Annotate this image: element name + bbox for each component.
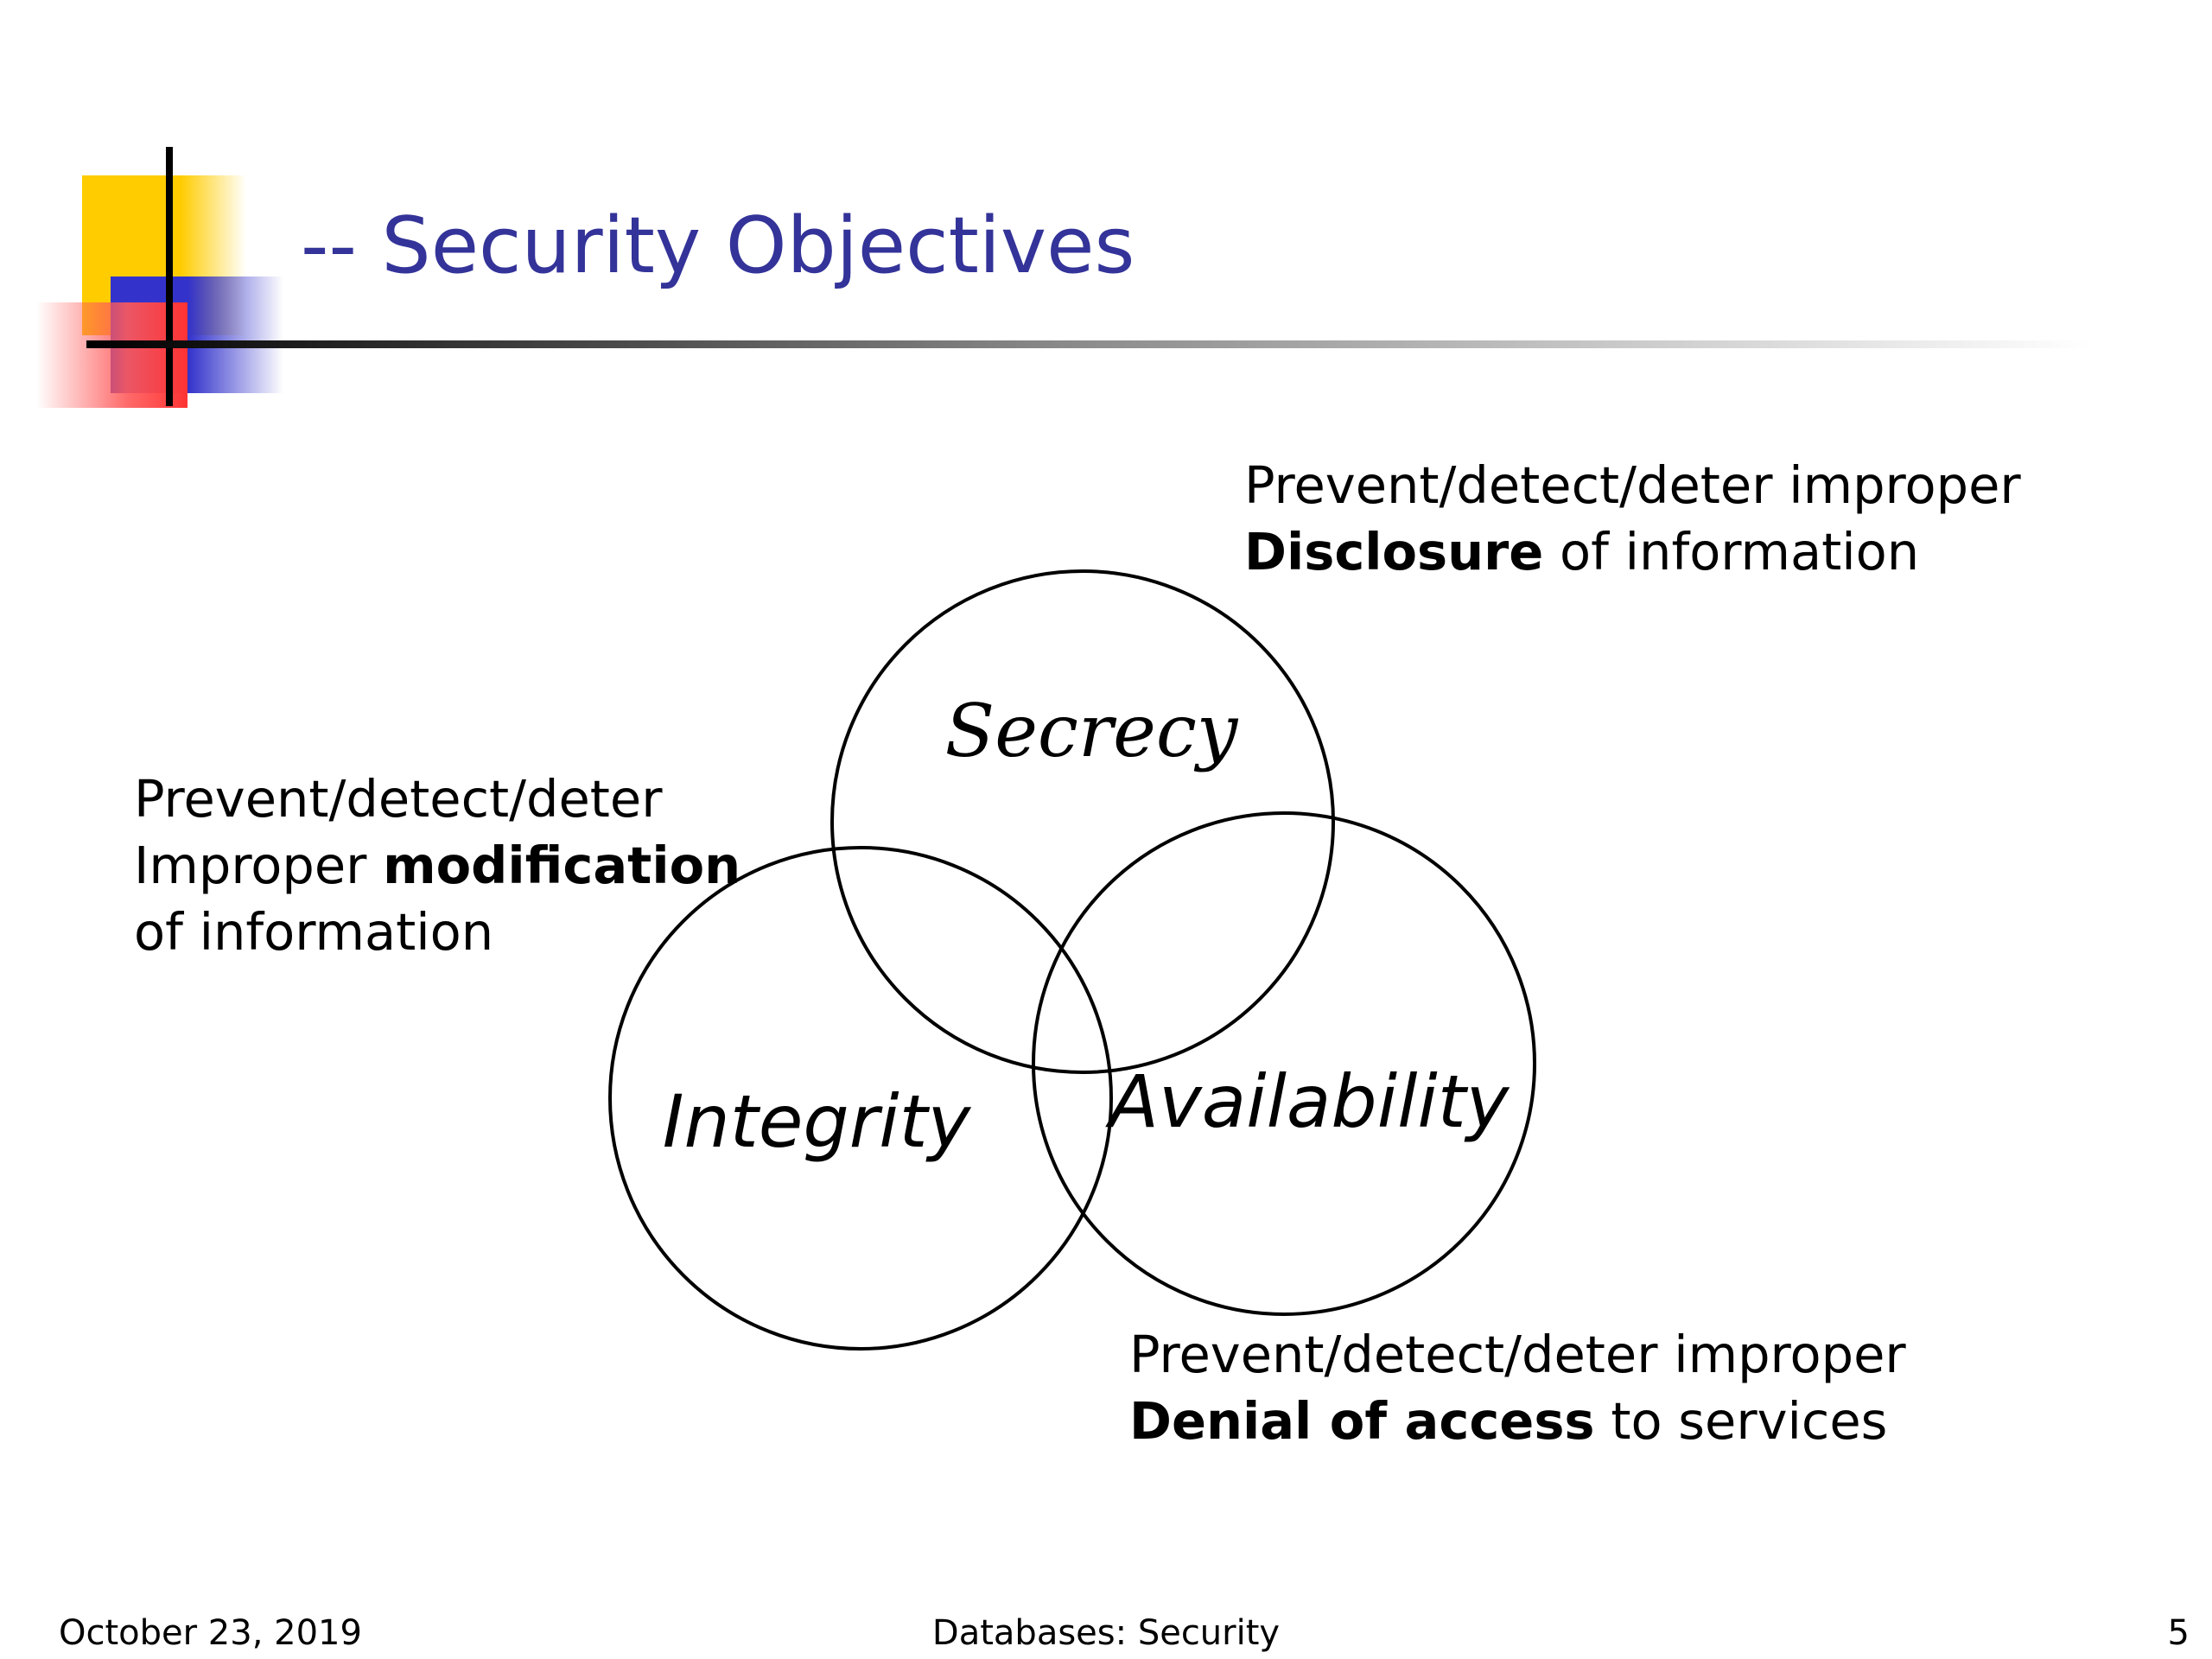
availability-description-keyword: Denial of access: [1129, 1391, 1595, 1451]
secrecy-circle: [830, 569, 1335, 1074]
integrity-description-line3: of information: [134, 902, 494, 962]
integrity-description-keyword: modification: [383, 836, 741, 895]
footer-date: October 23, 2019: [59, 1613, 362, 1653]
integrity-description-line1: Prevent/detect/deter: [134, 769, 663, 829]
integrity-label: Integrity: [663, 1079, 972, 1164]
integrity-circle: [608, 846, 1113, 1351]
secrecy-description-rest: of information: [1543, 522, 1920, 582]
integrity-description-prefix: Improper: [134, 836, 384, 895]
availability-circle: [1032, 811, 1536, 1316]
slide-title: -- Security Objectives: [301, 200, 1135, 291]
availability-description: Prevent/detect/deter improper Denial of …: [1129, 1321, 1906, 1454]
availability-description-line1: Prevent/detect/deter improper: [1129, 1325, 1906, 1384]
footer-page-number: 5: [2167, 1613, 2190, 1653]
title-underline-rule: [86, 340, 2091, 348]
secrecy-description-keyword: Disclosure: [1244, 522, 1544, 582]
title-ornament-red-square: [36, 302, 188, 408]
secrecy-label: Secrecy: [945, 689, 1239, 773]
availability-description-rest: to services: [1594, 1391, 1888, 1451]
secrecy-description: Prevent/detect/deter improper Disclosure…: [1244, 452, 2021, 585]
availability-label: Availability: [1105, 1059, 1510, 1144]
title-ornament-vertical-line: [166, 147, 173, 406]
footer-title: Databases: Security: [931, 1613, 1281, 1653]
secrecy-description-line1: Prevent/detect/deter improper: [1244, 455, 2021, 515]
integrity-description: Prevent/detect/deter Improper modificati…: [134, 766, 741, 965]
